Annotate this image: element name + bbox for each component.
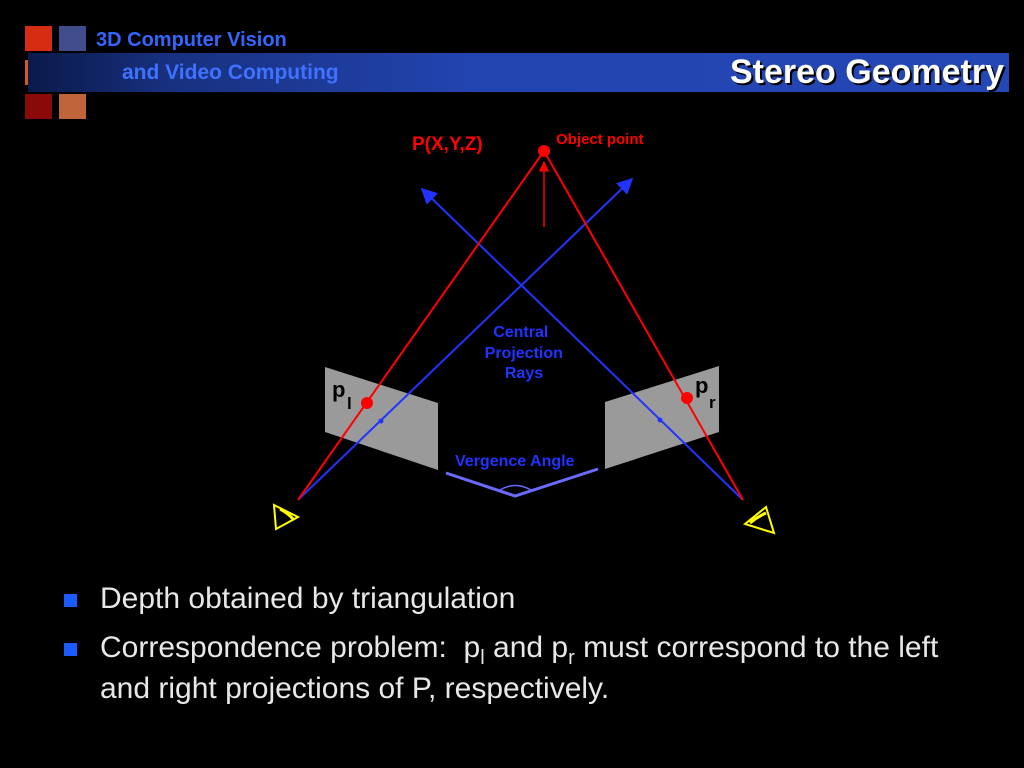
right-object-ray bbox=[543, 150, 744, 501]
vergence-angle-label: Vergence Angle bbox=[455, 453, 575, 470]
left-central-projection-ray bbox=[297, 177, 634, 501]
left-object-ray bbox=[297, 150, 545, 501]
left-image-point-label-sub: l bbox=[347, 394, 352, 413]
course-title-line2: and Video Computing bbox=[122, 61, 339, 84]
bullet-subscript-r: r bbox=[568, 647, 575, 669]
right-image-point bbox=[681, 392, 693, 404]
left-principal-point bbox=[378, 418, 384, 424]
bullet-list: Depth obtained by triangulation Correspo… bbox=[62, 578, 962, 717]
bullet-marker bbox=[64, 643, 77, 656]
central-rays-label-line1: Central bbox=[493, 324, 548, 341]
central-rays-label: Central Projection Rays bbox=[485, 324, 568, 382]
logo-square-5 bbox=[25, 94, 52, 119]
right-central-projection-ray bbox=[420, 187, 744, 501]
left-image-point-label-base: p bbox=[332, 377, 345, 402]
right-image-point-label: p r bbox=[695, 373, 716, 412]
object-point bbox=[538, 145, 550, 157]
right-image-plane bbox=[605, 366, 719, 469]
left-eye-icon bbox=[272, 503, 301, 531]
bullet-text-triangulation: Depth obtained by triangulation bbox=[100, 582, 516, 615]
bullet-text-correspondence-prefix: Correspondence problem: p bbox=[100, 631, 481, 664]
bullet-item-triangulation: Depth obtained by triangulation bbox=[62, 578, 962, 619]
slide-title: Stereo Geometry bbox=[730, 53, 1004, 91]
bullet-marker bbox=[64, 594, 77, 607]
object-point-caption: Object point bbox=[556, 131, 644, 148]
object-point-label: P(X,Y,Z) bbox=[412, 134, 483, 155]
right-image-point-label-base: p bbox=[695, 373, 708, 398]
left-image-point bbox=[361, 397, 373, 409]
bullet-subscript-l: l bbox=[480, 647, 485, 669]
right-principal-point bbox=[657, 417, 663, 423]
header-bar bbox=[28, 53, 1009, 92]
vergence-angle-lines bbox=[445, 467, 599, 498]
left-image-point-label: p l bbox=[332, 377, 352, 413]
logo-square-2 bbox=[59, 26, 86, 51]
bullet-text-correspondence-mid: and p bbox=[484, 631, 569, 664]
right-eye-icon bbox=[742, 505, 776, 535]
course-title-line1: 3D Computer Vision bbox=[96, 29, 287, 51]
central-rays-label-line3: Rays bbox=[505, 365, 543, 382]
logo-square-1 bbox=[25, 26, 52, 51]
bullet-text-correspondence-suffix: must correspond to the left and right pr… bbox=[100, 631, 939, 705]
logo-square-6 bbox=[59, 94, 86, 119]
central-rays-label-line2: Projection bbox=[485, 345, 563, 362]
vergence-angle-arc bbox=[499, 484, 532, 491]
right-image-point-label-sub: r bbox=[709, 393, 716, 412]
bullet-item-correspondence: Correspondence problem: pl and pr must c… bbox=[62, 627, 962, 709]
